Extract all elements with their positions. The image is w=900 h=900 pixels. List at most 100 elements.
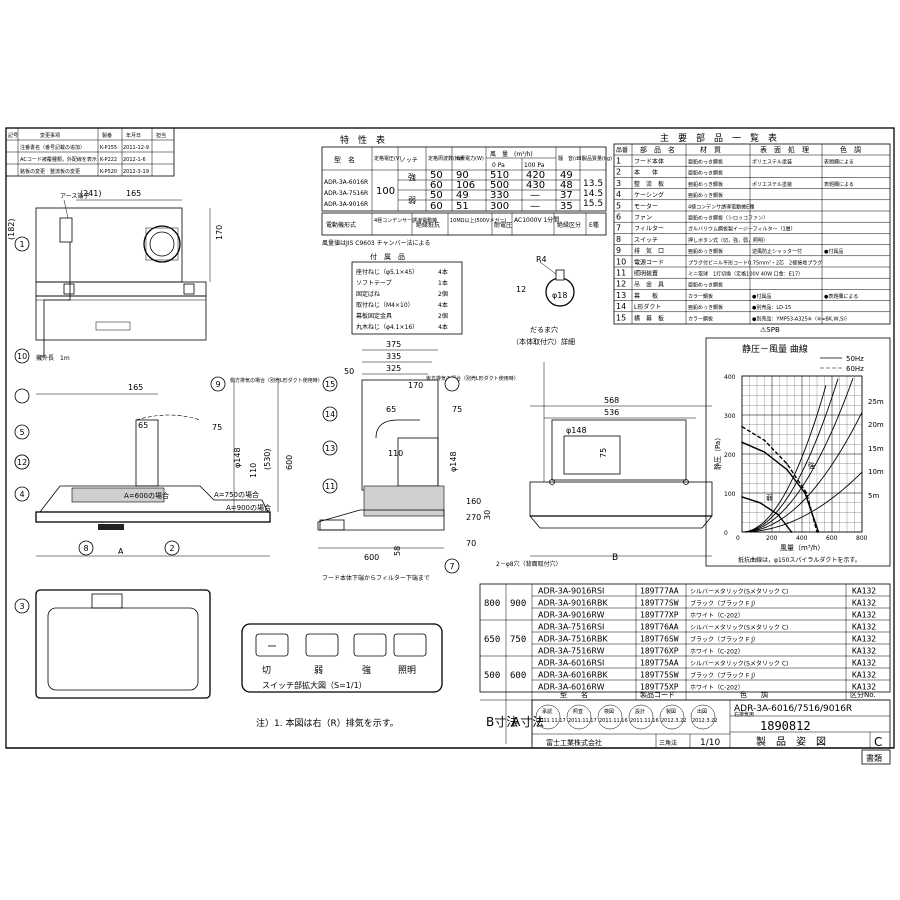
chart-label-strong: 強 xyxy=(808,462,815,470)
rev-header-3: 年月日 xyxy=(126,132,141,139)
rear-dim-568: 568 xyxy=(604,396,619,405)
spec-pressure-0: 0 Pa xyxy=(492,162,505,169)
duct-resistance-curve-3 xyxy=(741,411,863,533)
parts-cell-4-2: 亜鉛めっき鋼板 xyxy=(688,192,723,199)
duct-5m: 5m xyxy=(868,492,879,500)
balloon-14 xyxy=(322,406,338,422)
rear-dim-phi148: φ148 xyxy=(566,426,587,435)
chart-xlabel: 風量（m³/h） xyxy=(780,544,824,552)
accessories-table: 付 属 品 座付ねじ（φ5.1×45） 4本 ソフトテープ 1本 固定ばね 2個… xyxy=(351,252,463,335)
chart-ytick-2: 200 xyxy=(724,452,736,459)
acc-item-2: 固定ばね xyxy=(356,290,380,298)
parts-cell-6-2: 亜鉛めっき鋼板（シロッコファン） xyxy=(688,215,768,222)
parts-cell-4-1: ケーシング xyxy=(634,191,664,199)
variant-b-6: 500 xyxy=(484,671,500,681)
spec-r3-w: 51 xyxy=(456,201,469,212)
spec-model-1: ADR-3A-7516R xyxy=(324,190,368,197)
title-kind: 製 品 姿 図 xyxy=(756,735,826,748)
balloon-extra-0 xyxy=(14,388,30,404)
side-dim-phi148: φ148 xyxy=(449,451,458,472)
variant-h-color: 色 調 xyxy=(740,690,768,699)
parts-cell-9-4: ●付属品 xyxy=(824,248,843,255)
spec-r2-q100: — xyxy=(530,190,540,201)
chart-point-0-1 xyxy=(763,451,766,453)
variant-code-2: 189T77XP xyxy=(640,611,679,620)
acc-item-0: 座付ねじ（φ5.1×45） xyxy=(356,268,418,276)
chart-point-2-0 xyxy=(741,496,743,498)
dim-165-top: 165 xyxy=(126,189,141,198)
variant-code-1: 189T77SW xyxy=(640,599,679,608)
side-dim-50: 50 xyxy=(344,367,354,376)
chart-xtick-2: 400 xyxy=(796,535,808,542)
parts-cell-13-3: ●付属品 xyxy=(752,293,771,300)
chart-point-1-0 xyxy=(741,425,743,428)
acc-item-5: 丸木ねじ（φ4.1×16） xyxy=(356,323,418,331)
side-dim-335: 335 xyxy=(386,352,401,361)
spec-r1-hz: 60 xyxy=(430,180,443,191)
variant-class-2: KA132 xyxy=(852,611,876,620)
spec-model-header: 型 名 xyxy=(334,155,355,164)
variant-model-1: ADR-3A-9016RBK xyxy=(538,599,608,608)
switch-weak: 弱 xyxy=(314,665,323,676)
variant-class-7: KA132 xyxy=(852,671,876,680)
approval-stamp xyxy=(566,704,592,730)
parts-cell-6-1: ファン xyxy=(634,215,652,222)
parts-cell-1-1: フード本体 xyxy=(634,158,664,166)
parts-cell-14-2: 亜鉛めっき鋼板 xyxy=(688,304,723,311)
variant-model-4: ADR-3A-7516RBK xyxy=(538,635,608,644)
balloon-15 xyxy=(322,376,338,392)
parts-cell-12-2: 亜鉛めっき鋼板 xyxy=(688,282,723,289)
side-view: 375 335 325 50 170 65 75 φ148 110 160 27… xyxy=(317,340,519,582)
parts-h2: 材 質 xyxy=(700,145,721,154)
parts-cell-9-1: 排 気 口 xyxy=(634,247,664,255)
chart-xtick-3: 600 xyxy=(826,535,838,542)
rear-dim-b: B xyxy=(612,553,618,563)
variant-class-3: KA132 xyxy=(852,623,876,632)
rear-hole-note: 2－φ8穴（背面取付穴） xyxy=(496,560,562,568)
rev-row-2-date: 2012-1-6 xyxy=(123,157,146,163)
parts-cell-1-3: ポリエステル塗装 xyxy=(752,159,792,166)
approval-stamp xyxy=(628,704,654,730)
parts-cell-7-0: 7 xyxy=(616,224,621,233)
variant-h-code: 製品コード xyxy=(640,690,675,699)
parts-cell-9-0: 9 xyxy=(616,246,621,255)
spec-model-2: ADR-3A-9016R xyxy=(324,201,368,208)
parts-cell-15-1: 横 幕 板 xyxy=(634,314,664,322)
spec-mass-header: 製品質量(kg) xyxy=(582,155,612,162)
parts-cell-11-1: 照明装置 xyxy=(634,270,658,278)
chart-point-2-1 xyxy=(759,501,761,504)
variant-h-class: 区分No. xyxy=(850,690,876,699)
spec-model-0: ADR-3A-6016R xyxy=(324,179,368,186)
front-a750: A=750の場合 xyxy=(214,490,259,499)
duct-20m: 20m xyxy=(868,421,884,429)
spec-withstand-value: AC1000V 1分間 xyxy=(514,216,559,224)
rev-header-2: 製番 xyxy=(102,132,112,139)
variant-a-6: 600 xyxy=(510,671,526,681)
spec-r0-q100: 420 xyxy=(526,170,545,181)
spec-r2-db: 37 xyxy=(560,190,573,201)
duct-resistance-curve-1 xyxy=(741,378,839,533)
balloon-label-13: 13 xyxy=(325,444,335,453)
side-dim-270: 270 xyxy=(466,513,481,522)
parts-cell-10-2: プラグ付ビニル平形コード0.75mm²・2芯 2極接地プラグ xyxy=(688,259,822,266)
spec-r3-db: 35 xyxy=(560,201,573,212)
stamp-date-3: 2011.11.16 xyxy=(630,718,659,724)
parts-h3: 表 面 処 理 xyxy=(760,145,809,154)
acc-qty-1: 1本 xyxy=(438,279,448,287)
chart-ytick-1: 100 xyxy=(724,491,736,498)
parts-cell-13-0: 13 xyxy=(616,291,626,300)
spec-r1-q0: 500 xyxy=(490,180,509,191)
title-rev: C xyxy=(874,735,882,749)
variant-h-model: 型 名 xyxy=(560,690,588,699)
rev-row-1-no: K-P155 xyxy=(100,145,117,151)
dim-241: (241) xyxy=(80,189,102,198)
rev-row-3-desc: 銘板の変更 整流板の変更 xyxy=(20,168,80,175)
spec-pressure-100: 100 Pa xyxy=(524,162,545,169)
balloon-13 xyxy=(322,440,338,456)
acc-qty-2: 2個 xyxy=(438,290,448,298)
dim-170-top: 170 xyxy=(215,225,224,240)
variant-code-8: 189T75XP xyxy=(640,683,679,692)
balloon-label-15: 15 xyxy=(325,380,335,389)
